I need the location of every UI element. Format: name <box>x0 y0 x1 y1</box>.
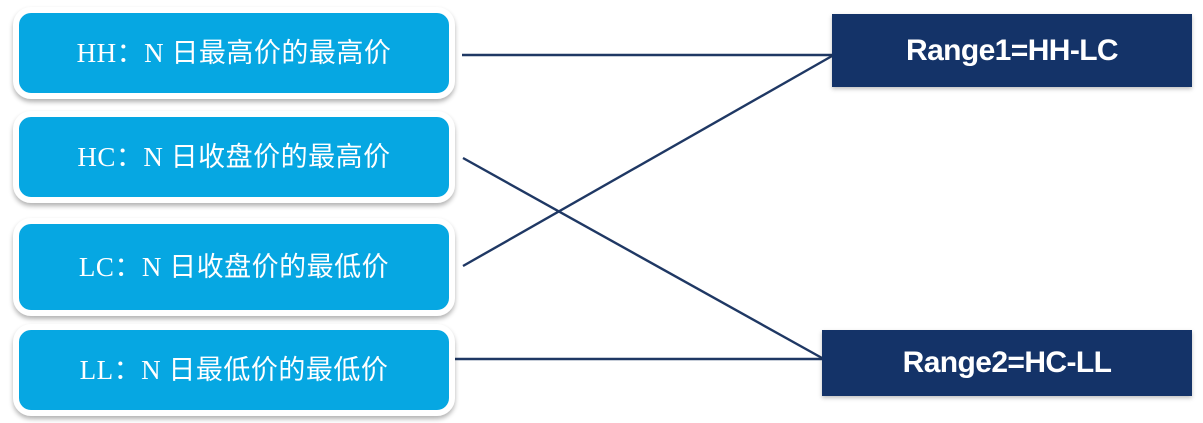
result-box-range1-label: Range1=HH-LC <box>906 33 1119 67</box>
source-box-hc[interactable]: HC：N 日收盘价的最高价 <box>13 111 455 203</box>
source-box-hh[interactable]: HH：N 日最高价的最高价 <box>13 7 455 99</box>
connector-hc-to-range2 <box>462 156 823 360</box>
source-box-ll[interactable]: LL：N 日最低价的最低价 <box>13 324 455 416</box>
source-box-hh-label: HH：N 日最高价的最高价 <box>76 37 392 68</box>
source-box-ll-label: LL：N 日最低价的最低价 <box>79 354 389 385</box>
connector-lc-to-range1 <box>462 54 833 268</box>
source-box-lc[interactable]: LC：N 日收盘价的最低价 <box>13 218 455 316</box>
result-box-range2[interactable]: Range2=HC-LL <box>822 330 1192 396</box>
result-box-range1[interactable]: Range1=HH-LC <box>832 14 1192 87</box>
source-box-hc-label: HC：N 日收盘价的最高价 <box>77 141 391 172</box>
result-box-range2-label: Range2=HC-LL <box>902 346 1112 379</box>
source-box-lc-label: LC：N 日收盘价的最低价 <box>78 251 390 282</box>
